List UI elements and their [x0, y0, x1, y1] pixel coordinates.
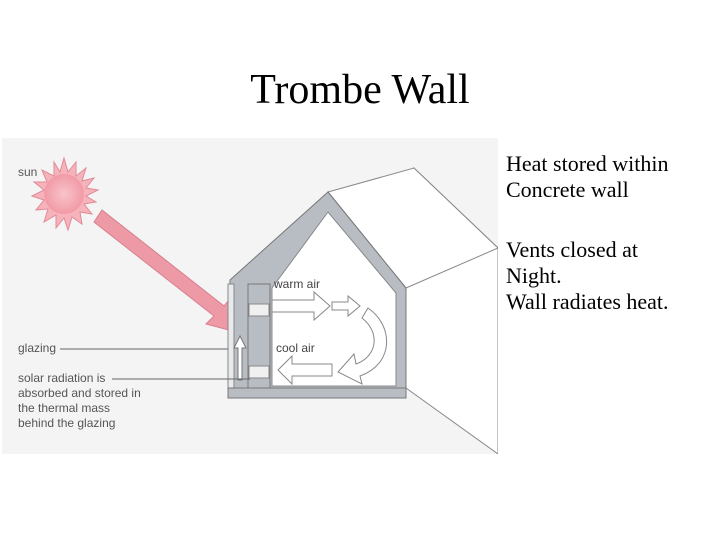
upper-vent	[248, 303, 270, 317]
solar-radiation-label-1: solar radiation is	[18, 371, 105, 385]
solar-radiation-label-4: behind the glazing	[18, 416, 115, 430]
bullet-heat-stored: Heat stored within Concrete wall	[506, 151, 669, 203]
bullet-line: Concrete wall	[506, 177, 629, 202]
bullet-line: Heat stored within	[506, 151, 669, 176]
sun-icon	[30, 156, 100, 232]
floor-slab	[227, 387, 407, 399]
air-gap-up-arrow	[233, 334, 247, 381]
solar-radiation-label-2: absorbed and stored in	[18, 386, 141, 400]
slide-title: Trombe Wall	[250, 67, 470, 113]
house-interior	[271, 211, 397, 387]
warm-air-arrow-2	[331, 294, 361, 318]
circulation-curve-arrow	[337, 307, 388, 385]
warm-air-label: warm air	[273, 277, 320, 291]
trombe-wall-diagram: sun warm air cool air glazing solar radi…	[2, 138, 498, 454]
warm-air-arrow	[271, 290, 331, 322]
bullet-line: Wall radiates heat.	[506, 289, 669, 314]
bullet-vents-closed: Vents closed at Night. Wall radiates hea…	[506, 237, 669, 315]
cool-air-arrow	[277, 354, 333, 386]
lower-vent	[248, 365, 270, 379]
solar-radiation-label-3: the thermal mass	[18, 401, 110, 415]
bullet-line: Vents closed at	[506, 237, 638, 262]
glazing-label: glazing	[18, 341, 56, 355]
bullet-line: Night.	[506, 263, 562, 288]
cool-air-label: cool air	[276, 341, 315, 355]
sun-label: sun	[18, 165, 37, 179]
glazing-pane	[227, 283, 235, 389]
